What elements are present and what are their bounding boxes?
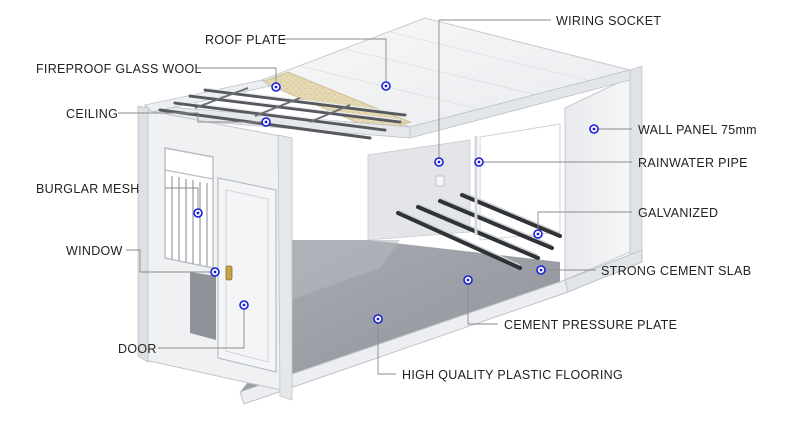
window-marker	[210, 267, 220, 277]
label-roof-plate: ROOF PLATE	[205, 33, 286, 47]
leader-lines	[118, 19, 632, 375]
wiring-socket-marker	[434, 157, 444, 167]
cement-pressure-plate	[290, 240, 400, 300]
wall-panel-marker	[589, 124, 599, 134]
cement-pressure-plate-marker	[463, 275, 473, 285]
label-strong-cement-slab: STRONG CEMENT SLAB	[601, 264, 751, 278]
window-lower-opening	[190, 272, 216, 340]
label-fireproof-glass-wool: FIREPROOF GLASS WOOL	[36, 62, 202, 76]
socket-plate	[435, 175, 445, 187]
top-right-beam	[409, 69, 631, 139]
door-inset	[225, 189, 269, 363]
label-cement-pressure-plate: CEMENT PRESSURE PLATE	[504, 318, 677, 332]
label-wall-panel: WALL PANEL 75mm	[638, 123, 757, 137]
label-door: DOOR	[118, 342, 157, 356]
galvanized-joists	[396, 193, 562, 270]
markers	[193, 81, 599, 324]
door-panel	[217, 177, 277, 373]
label-ceiling: CEILING	[66, 107, 118, 121]
ceiling-marker	[261, 117, 271, 127]
door-handle	[225, 265, 233, 281]
back-wall	[367, 139, 471, 241]
ceiling-crossbars	[194, 87, 351, 123]
bottom-end-beam	[564, 249, 643, 293]
plastic-flooring-marker	[373, 314, 383, 324]
label-plastic-flooring: HIGH QUALITY PLASTIC FLOORING	[402, 368, 623, 382]
door-marker	[239, 300, 249, 310]
container-illustration	[137, 17, 643, 405]
label-galvanized: GALVANIZED	[638, 206, 718, 220]
wall-panel	[564, 76, 631, 281]
rainwater-pipe-marker	[474, 157, 484, 167]
label-rainwater-pipe: RAINWATER PIPE	[638, 156, 748, 170]
galvanized-marker	[533, 229, 543, 239]
front-right-post	[277, 134, 293, 401]
label-burglar-mesh: BURGLAR MESH	[36, 182, 140, 196]
burglar-mesh-marker	[193, 208, 203, 218]
glass-wool-marker	[271, 82, 281, 92]
label-wiring-socket: WIRING SOCKET	[556, 14, 661, 28]
labels: ROOF PLATE FIREPROOF GLASS WOOL CEILING …	[36, 14, 757, 382]
label-window: WINDOW	[66, 244, 123, 258]
cement-slab-marker	[536, 265, 546, 275]
roof-plate-marker	[381, 81, 391, 91]
left-corner-post	[137, 105, 149, 363]
burglar-mesh-bars	[171, 176, 208, 266]
